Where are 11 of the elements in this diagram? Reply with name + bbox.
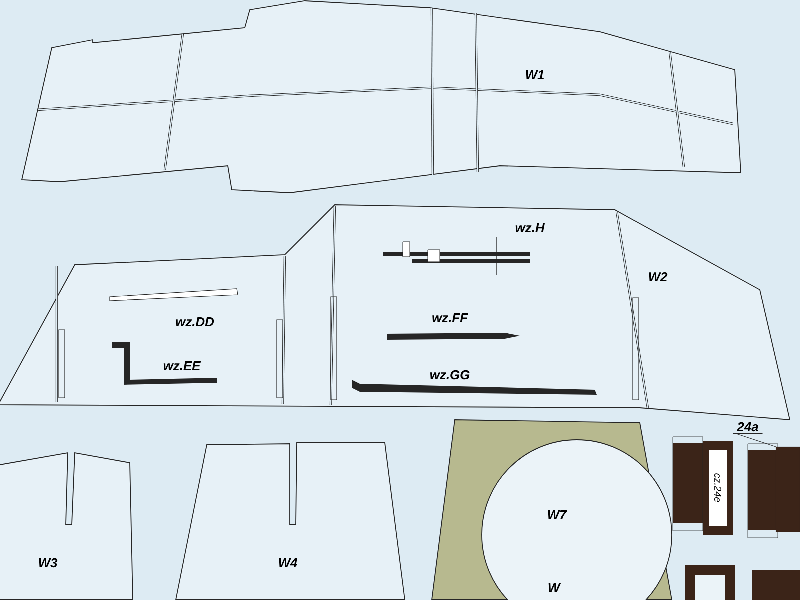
- part-label: wz.GG: [430, 370, 470, 380]
- cutout-part: W7 W: [432, 420, 673, 600]
- part-label: wz.H: [516, 224, 545, 232]
- part-label: wz.DD: [176, 318, 214, 326]
- leader-line: [734, 433, 776, 448]
- cutout-part: W3: [0, 452, 134, 600]
- part-label: wz.FF: [432, 314, 468, 322]
- part-label: wz.EE: [164, 362, 202, 370]
- part-label: cz.24e: [714, 474, 722, 502]
- part-label: 24a: [732, 422, 764, 434]
- cutout-part: [776, 447, 800, 532]
